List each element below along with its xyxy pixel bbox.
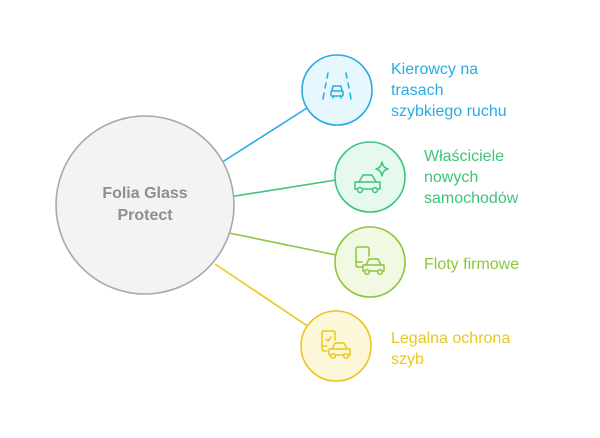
label-line: trasach [391,82,444,99]
label-company-fleets: Floty firmowe [424,254,519,275]
label-highway-drivers: Kierowcy na trasach szybkiego ruchu [391,59,507,122]
highway-car-icon [322,72,352,100]
node-new-car-owners [334,141,406,213]
connector-company-fleets [228,232,337,256]
node-legal-glass-protection [300,310,372,382]
central-node [55,115,235,295]
central-label-line-1: Folia Glass [102,185,188,202]
connector-legal-glass-protection [214,263,310,328]
label-line: Właściciele [424,148,505,165]
label-line: szybkiego ruchu [391,103,507,120]
node-highway-drivers [301,54,373,126]
label-line: samochodów [424,190,519,207]
label-line: nowych [424,169,479,186]
central-label-line-2: Protect [117,207,173,224]
central-node-label: Folia Glass Protect [55,115,235,295]
checked-document-car-icon [321,330,351,360]
node-company-fleets [334,226,406,298]
sparkle-car-icon [354,161,389,194]
label-line: Legalna ochrona [391,330,511,347]
label-legal-glass-protection: Legalna ochrona szyb [391,328,510,370]
label-line: Kierowcy na [391,61,479,78]
label-line: szyb [391,351,424,368]
phone-car-icon [355,246,385,276]
label-line: Floty firmowe [424,256,520,273]
connector-new-car-owners [228,179,337,198]
label-new-car-owners: Właściciele nowych samochodów [424,146,518,209]
connector-highway-drivers [215,107,308,167]
